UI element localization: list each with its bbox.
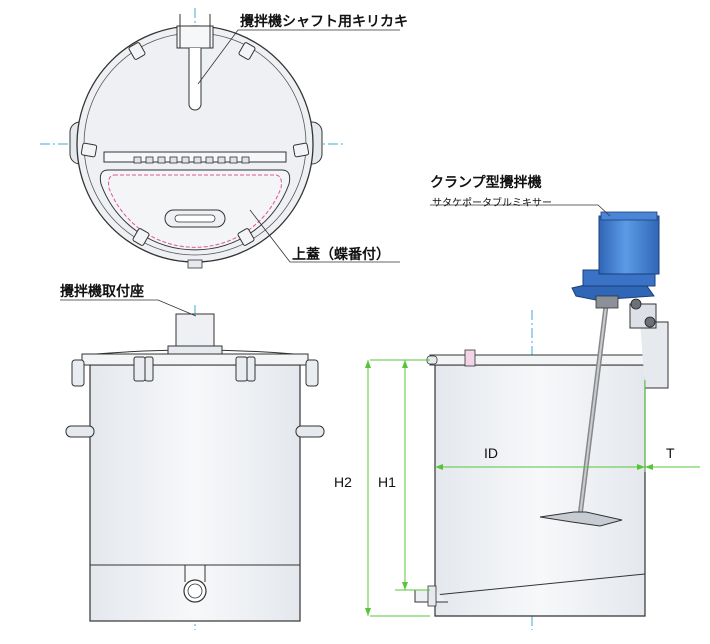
top-view: [40, 8, 400, 269]
dim-id: ID: [484, 445, 498, 461]
shaft-notch-block: [176, 25, 214, 49]
hinge-teeth: [133, 156, 250, 164]
leader-clamp-mixer: [430, 204, 611, 217]
leader-shaft-notch: [197, 29, 400, 85]
front-handle-left: [65, 425, 95, 438]
side-view: [365, 204, 700, 630]
dim-h2: H2: [334, 474, 352, 490]
dimension-lines: [367, 359, 700, 617]
mixer-motor: [598, 215, 660, 275]
dimension-arrows: [365, 360, 653, 616]
mixer-impeller: [539, 511, 623, 527]
drain-outlet: [183, 579, 207, 603]
label-shaft-notch: 攪拌機シャフト用キリカキ: [240, 14, 408, 30]
mount-seat: [175, 313, 215, 347]
front-tank-body: [89, 364, 301, 622]
label-lid: 上蓋（蝶番付）: [292, 247, 390, 263]
dim-t: T: [666, 445, 675, 461]
label-mount-seat: 攪拌機取付座: [60, 284, 144, 300]
front-handle-right: [295, 425, 325, 438]
side-tank-body: [434, 364, 646, 617]
leader-lid: [249, 209, 400, 263]
shaft-notch-slot: [188, 48, 202, 111]
gasket-line: [108, 174, 282, 248]
front-clamps: [71, 356, 319, 387]
front-view: [60, 299, 325, 630]
label-clamp-mixer: クランプ型攪拌機: [430, 175, 542, 191]
dim-h1: H1: [378, 474, 396, 490]
lid-clamps: [80, 42, 310, 246]
leader-mount-seat: [60, 299, 197, 317]
label-clamp-mixer-sub: サタケポータブルミキサー: [432, 198, 552, 209]
